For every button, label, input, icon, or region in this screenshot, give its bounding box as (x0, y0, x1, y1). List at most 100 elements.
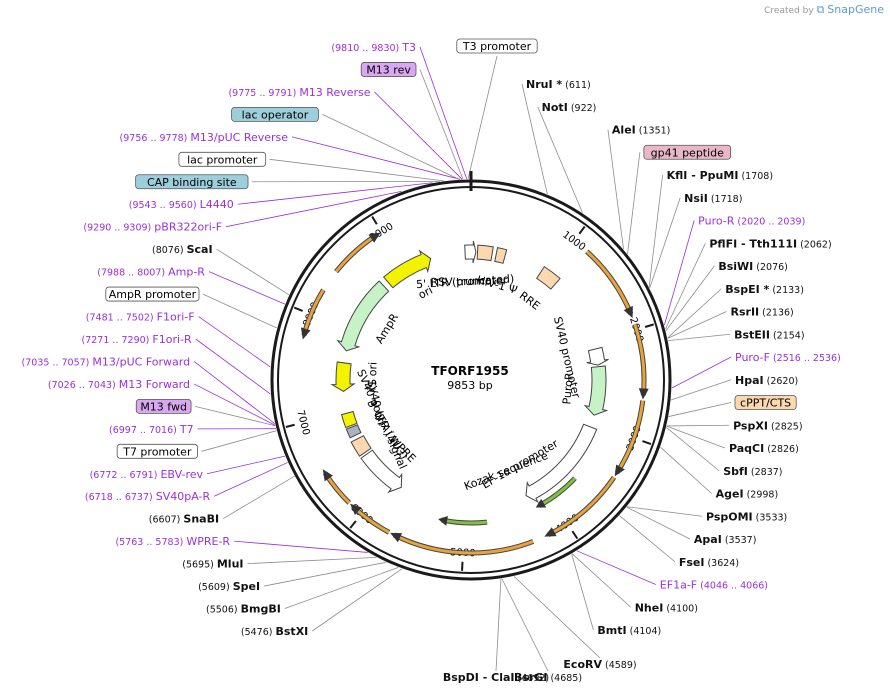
feature-arrows (300, 232, 649, 556)
outer-feature-arrow (544, 475, 617, 538)
arrow-head (544, 527, 557, 537)
enzyme-label-bsrgi: BsrGI (4685) (514, 671, 582, 684)
primer-label-sv40pa-r: (6718 .. 6737) SV40pA-R (85, 490, 211, 503)
feature-box (456, 38, 538, 54)
enzyme-label-pflfi-tth111i: PflFI - Tth111I (2062) (709, 237, 831, 250)
feature-label-ampr-promoter: AmpR promoter (105, 286, 200, 302)
feature-shape (340, 410, 358, 429)
feature-shape (360, 449, 403, 494)
inner-label-5-ltr-truncated: 5' LTR (truncated) (416, 272, 515, 291)
feature-label-gp41-peptide: gp41 peptide (643, 144, 732, 160)
leader-line (194, 405, 276, 427)
feature-box (231, 106, 319, 122)
primer-label-pbr322ori-f: (9290 .. 9309) pBR322ori-F (83, 221, 222, 234)
enzyme-label-bmti: BmtI (4104) (597, 624, 661, 637)
site-text: Puro-F (2516 .. 2536) (735, 351, 841, 364)
leader-line (607, 129, 624, 250)
leader-line (665, 265, 715, 332)
leader-line (495, 578, 502, 672)
site-text: PspOMI (3533) (706, 510, 787, 523)
leader-line (201, 430, 277, 452)
leader-line (665, 243, 706, 330)
leader-line (571, 553, 594, 631)
arrow-head (322, 469, 333, 482)
inner-feature-ampr (336, 280, 390, 352)
feature-label-t3-promoter: T3 promoter (456, 38, 538, 54)
tick-mark (644, 323, 655, 328)
leader-line (501, 578, 549, 672)
middle-feature-arrow (535, 476, 577, 509)
enzyme-label-ecorv: EcoRV (4589) (563, 658, 636, 671)
enzyme-label-kfli-ppumi: KflI - PpuMI (1708) (667, 169, 773, 182)
leader-line (263, 561, 387, 587)
leader-line (193, 383, 276, 426)
feature-name: cPPT/CTS (740, 397, 791, 410)
tick-mark (578, 225, 586, 235)
feature-shape (476, 244, 494, 262)
inner-feature-puror (583, 365, 609, 416)
feature-name: T7 promoter (122, 445, 192, 458)
site-text: PspXI (2825) (733, 419, 802, 432)
site-text: AgeI (2998) (716, 488, 779, 501)
enzyme-label-mlui: (5695) MluI (182, 558, 243, 571)
arrow-head (614, 464, 625, 477)
site-text: NheI (4100) (635, 601, 698, 614)
enzyme-label-sbfi: SbfI (2837) (723, 465, 782, 478)
site-text: (7988 .. 8007) Amp-R (97, 266, 205, 279)
enzyme-label-pspomi: PspOMI (3533) (706, 510, 787, 523)
tick-mark (285, 423, 295, 428)
leader-line (666, 424, 730, 427)
site-text: NotI (922) (542, 101, 597, 114)
leader-line (208, 271, 286, 305)
site-text: (7271 .. 7290) F1ori-R (82, 333, 192, 346)
site-text: (9290 .. 9309) pBR322ori-F (83, 221, 222, 234)
site-text: EcoRV (4589) (563, 658, 636, 671)
feature-label-lac-operator: lac operator (231, 106, 319, 122)
leader-line (216, 248, 290, 296)
feature-label-t7-promoter: T7 promoter (116, 443, 198, 459)
snapgene-brand: Created by ⧉ SnapGene (764, 3, 884, 17)
inner-feature-ef-1-promoter (525, 423, 598, 504)
leader-line (198, 316, 271, 368)
enzyme-label-hpai: HpaI (2620) (735, 374, 798, 387)
site-text: BstEII (2154) (734, 328, 805, 341)
primer-label-l4440: (9543 .. 9560) L4440 (129, 198, 234, 211)
leader-line (322, 114, 460, 180)
primer-label-puro-r: Puro-R (2020 .. 2039) (698, 215, 805, 228)
primer-label-amp-r: (7988 .. 8007) Amp-R (97, 266, 205, 279)
leader-line (513, 576, 601, 659)
arrow-head (623, 305, 633, 319)
feature-name: M13 fwd (140, 400, 187, 413)
arrow-body (393, 533, 534, 555)
inner-feature-sv40-promoter (586, 346, 609, 366)
feature-box (178, 151, 267, 167)
inner-feature-3-ltr-u3 (350, 434, 372, 457)
inner-label-ori: ori (416, 284, 435, 302)
leader-line (627, 152, 641, 254)
leader-line (234, 540, 368, 553)
inner-label-rsv-promoter: RSV promoter (430, 274, 507, 289)
arrow-head (300, 327, 311, 340)
feature-box (135, 174, 249, 190)
site-text: (5506) BmgBI (206, 603, 281, 616)
inner-feature-rre (536, 265, 561, 290)
inner-feature-5-ltr-truncated (476, 244, 494, 262)
site-text: (7481 .. 7502) F1ori-F (86, 311, 195, 324)
feature-shape (345, 424, 362, 439)
inner-label-puror: PuroR (560, 372, 576, 405)
feature-box (116, 443, 198, 459)
leader-line (374, 91, 463, 180)
primer-label-t7: (6997 .. 7016) T7 (109, 423, 194, 436)
outer-feature-arrow (300, 288, 326, 340)
site-text: PaqCI (2826) (729, 442, 799, 455)
enzyme-label-bsteii: BstEII (2154) (734, 328, 805, 341)
enzyme-label-agei: AgeI (2998) (716, 488, 779, 501)
primer-label-m13-forward: (7026 .. 7043) M13 Forward (48, 378, 190, 391)
enzyme-label-nrui: NruI * (611) (526, 78, 591, 91)
leader-line (419, 69, 464, 180)
site-text: (6718 .. 6737) SV40pA-R (85, 490, 211, 503)
enzyme-label-paqci: PaqCI (2826) (729, 442, 799, 455)
feature-shape (464, 240, 477, 264)
primer-label-puro-f: Puro-F (2516 .. 2536) (735, 351, 841, 364)
